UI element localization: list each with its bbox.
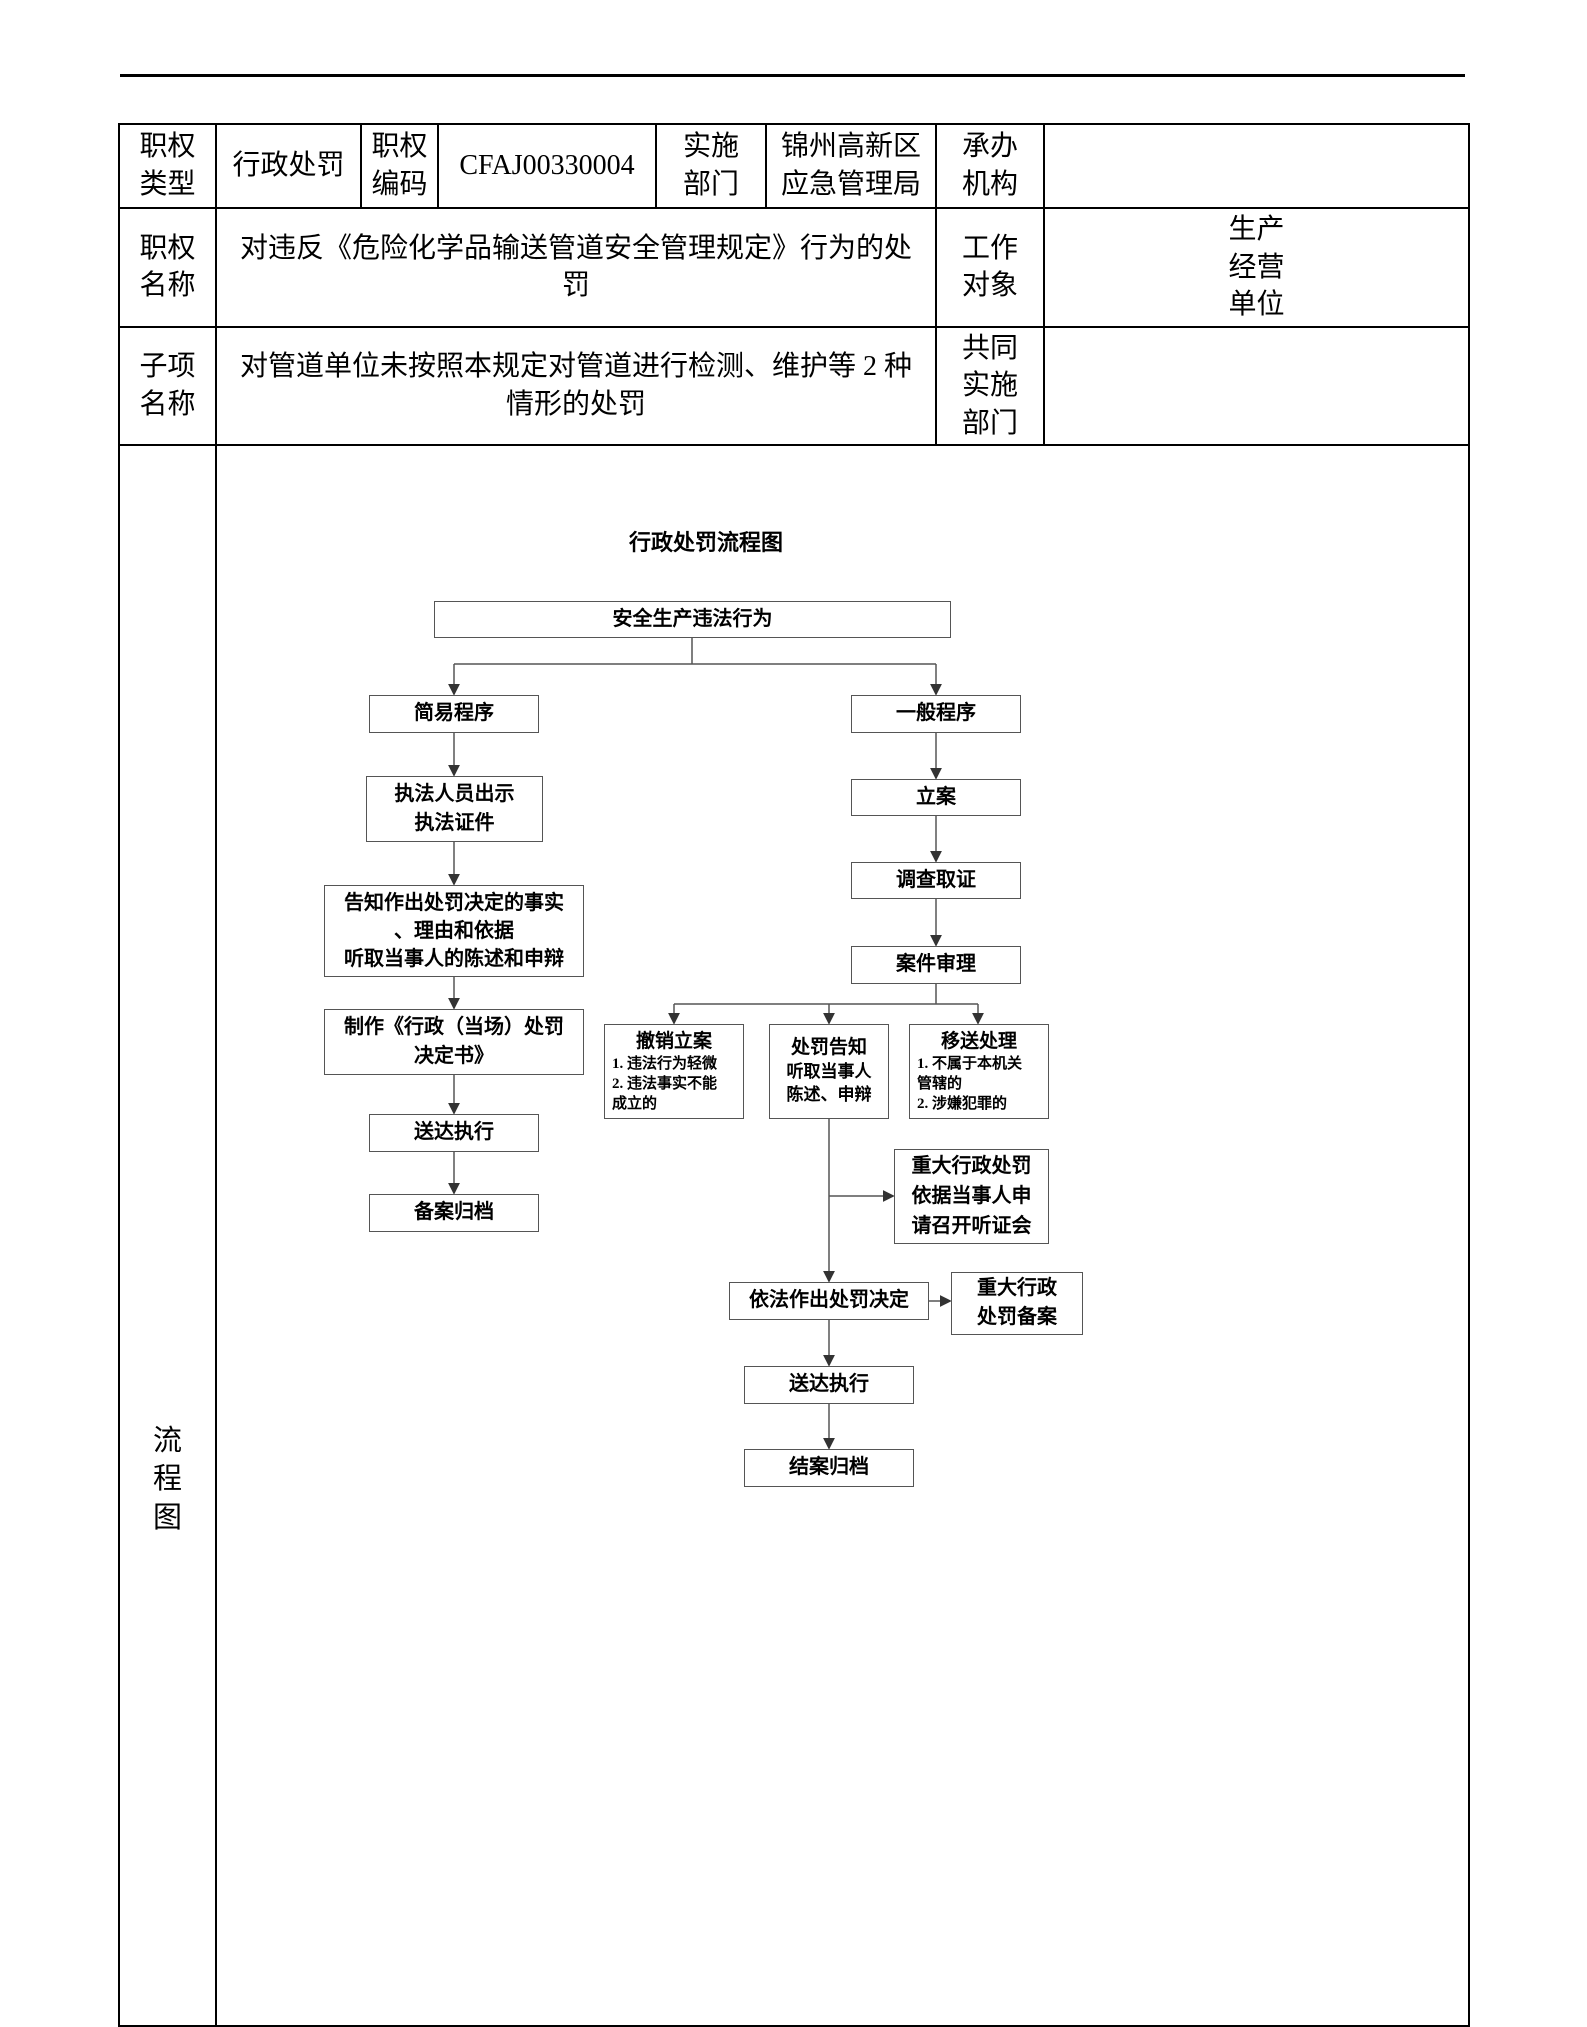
cell-flowchart-label: 流 程 图 <box>118 444 217 2027</box>
cell-undertaking-org-value <box>1043 123 1470 209</box>
flowchart-title: 行政处罚流程图 <box>628 529 783 555</box>
node-general-procedure: 一般程序 <box>851 694 1021 733</box>
cell-subitem-name-value: 对管道单位未按照本规定对管道进行检测、维护等 2 种 情形的处罚 <box>215 325 937 447</box>
cell-work-target-value: 生产 经营 单位 <box>1043 207 1470 328</box>
node-punish-inform-sub: 听取当事人 陈述、申辩 <box>786 1062 872 1105</box>
cell-power-code-value: CFAJ00330004 <box>437 123 657 209</box>
node-revoke-case: 撤销立案 1. 违法行为轻微 2. 违法事实不能 成立的 <box>604 1023 744 1119</box>
flowchart-canvas: 行政处罚流程图 安全生产违法行为 简易程序 执法人员出示 执法证件 告知作出处罚… <box>221 486 1467 1986</box>
node-revoke-case-notes: 1. 违法行为轻微 2. 违法事实不能 成立的 <box>612 1056 718 1112</box>
node-transfer-handle-notes: 1. 不属于本机关 管辖的 2. 涉嫌犯罪的 <box>917 1056 1023 1112</box>
node-transfer-handle: 移送处理 1. 不属于本机关 管辖的 2. 涉嫌犯罪的 <box>909 1023 1049 1119</box>
node-inform-facts: 告知作出处罚决定的事实 、理由和依据 听取当事人的陈述和申辩 <box>324 884 584 977</box>
node-archive-simple: 备案归档 <box>369 1193 539 1232</box>
node-close-archive: 结案归档 <box>744 1448 914 1487</box>
node-transfer-handle-title: 移送处理 <box>940 1030 1017 1052</box>
cell-work-target-label: 工作 对象 <box>935 207 1045 328</box>
cell-power-type-label: 职权 类型 <box>118 123 217 209</box>
cell-power-name-value: 对违反《危险化学品输送管道安全管理规定》行为的处 罚 <box>215 207 937 328</box>
node-simple-procedure: 简易程序 <box>369 694 539 733</box>
cell-power-type-value: 行政处罚 <box>215 123 362 209</box>
node-make-punish-decision: 依法作出处罚决定 <box>729 1281 929 1320</box>
node-file-case: 立案 <box>851 778 1021 816</box>
node-punish-inform-title: 处罚告知 <box>790 1036 867 1058</box>
cell-joint-impl-dept-label: 共同 实施 部门 <box>935 325 1045 447</box>
node-deliver-execute-general: 送达执行 <box>744 1365 914 1404</box>
cell-subitem-name-label: 子项 名称 <box>118 325 217 447</box>
node-hearing: 重大行政处罚 依据当事人申 请召开听证会 <box>894 1148 1049 1244</box>
node-start-violation: 安全生产违法行为 <box>434 600 951 638</box>
node-show-credentials: 执法人员出示 执法证件 <box>366 775 543 842</box>
node-punish-inform: 处罚告知 听取当事人 陈述、申辩 <box>769 1023 889 1119</box>
cell-power-name-label: 职权 名称 <box>118 207 217 328</box>
node-investigate: 调查取证 <box>851 861 1021 899</box>
cell-impl-dept-label: 实施 部门 <box>655 123 767 209</box>
node-case-review: 案件审理 <box>851 945 1021 984</box>
node-major-punish-record: 重大行政 处罚备案 <box>951 1271 1083 1335</box>
authority-table: 职权 类型 行政处罚 职权 编码 CFAJ00330004 实施 部门 锦州高新… <box>118 123 1470 2027</box>
header-rule <box>120 74 1465 77</box>
flowchart-area: 行政处罚流程图 安全生产违法行为 简易程序 执法人员出示 执法证件 告知作出处罚… <box>215 444 1470 2027</box>
cell-undertaking-org-label: 承办 机构 <box>935 123 1045 209</box>
node-make-decision-doc: 制作《行政（当场）处罚 决定书》 <box>324 1008 584 1075</box>
cell-power-code-label: 职权 编码 <box>360 123 439 209</box>
node-revoke-case-title: 撤销立案 <box>635 1030 712 1052</box>
cell-impl-dept-value: 锦州高新区 应急管理局 <box>765 123 937 209</box>
node-deliver-execute-simple: 送达执行 <box>369 1113 539 1152</box>
flowchart-connectors <box>448 637 984 1450</box>
flowchart-label-text: 流 程 图 <box>152 1425 182 1534</box>
cell-joint-impl-dept-value <box>1043 325 1470 447</box>
